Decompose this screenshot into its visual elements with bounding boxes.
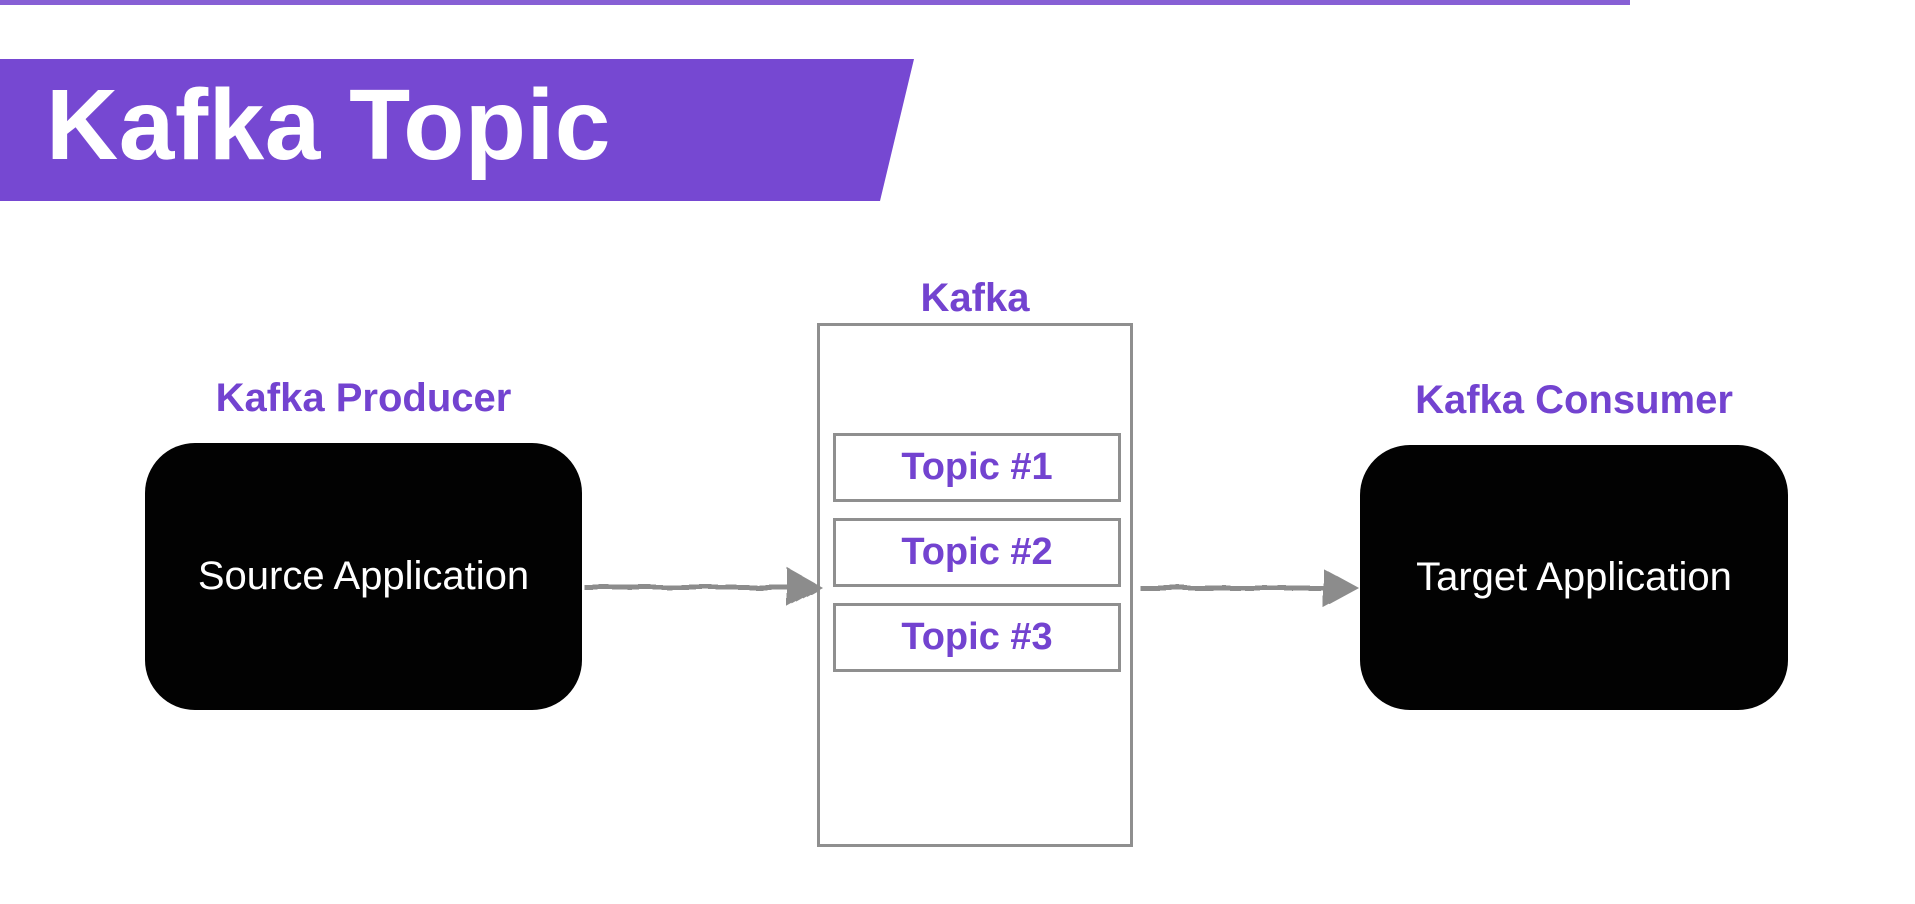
topic-2-label: Topic #2	[901, 531, 1053, 573]
topic-box-3: Topic #3	[833, 603, 1121, 672]
source-application-text: Source Application	[197, 554, 530, 598]
topic-box-1: Topic #1	[833, 433, 1121, 502]
kafka-broker-box: Topic #1 Topic #2 Topic #3	[817, 323, 1133, 847]
consumer-label: Kafka Consumer	[1415, 378, 1733, 422]
target-application-text: Target Application	[1416, 555, 1732, 599]
title-banner: Kafka Topic	[0, 59, 914, 201]
page-title: Kafka Topic	[46, 69, 611, 181]
topic-list: Topic #1 Topic #2 Topic #3	[833, 433, 1121, 672]
producer-label: Kafka Producer	[215, 376, 512, 420]
topic-3-label: Topic #3	[901, 616, 1053, 658]
topic-1-label: Topic #1	[901, 446, 1053, 488]
arrow-producer-to-kafka	[584, 567, 823, 607]
kafka-broker-label: Kafka	[920, 276, 1030, 320]
target-application-box: Target Application	[1360, 445, 1788, 710]
top-accent-strip	[0, 0, 1630, 5]
source-application-box: Source Application	[145, 443, 582, 710]
topic-box-2: Topic #2	[833, 518, 1121, 587]
arrow-kafka-to-consumer	[1140, 568, 1360, 608]
